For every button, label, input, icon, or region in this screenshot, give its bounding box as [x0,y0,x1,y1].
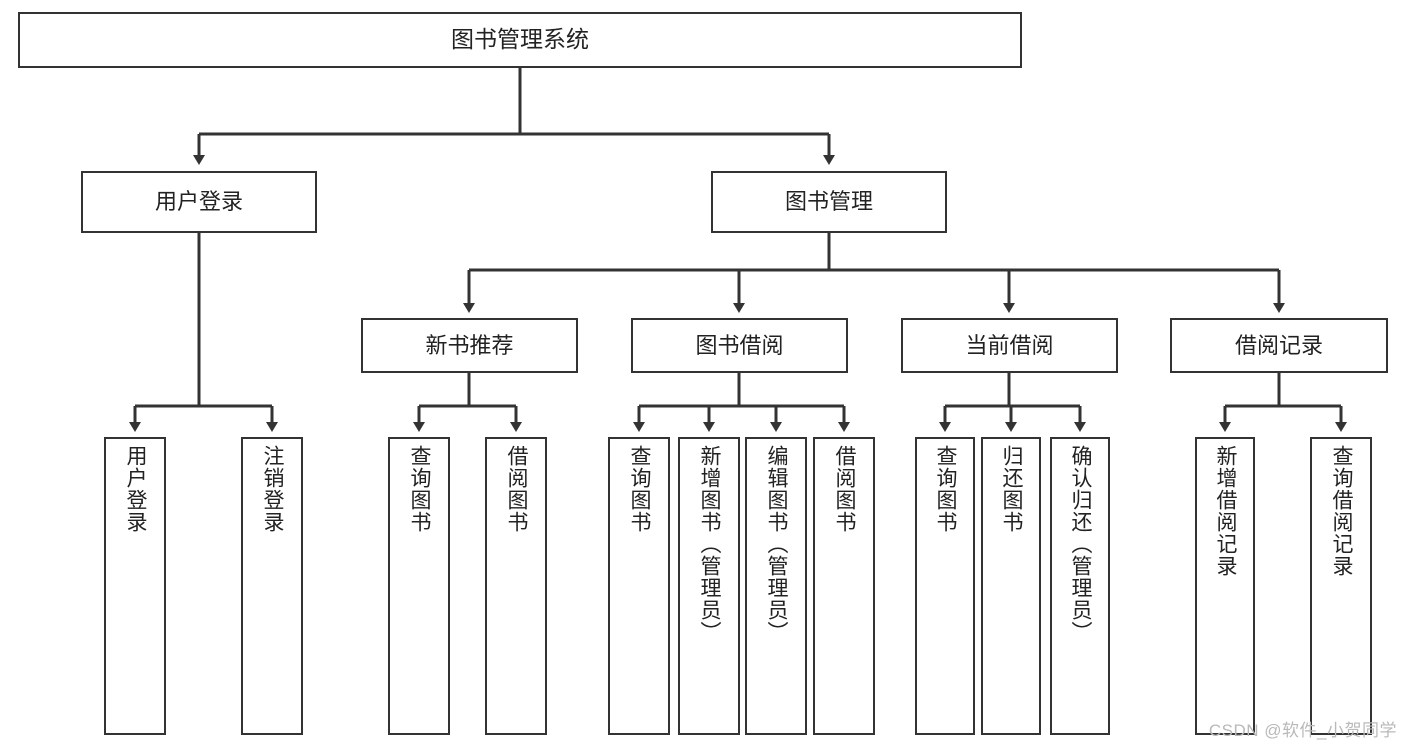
node-leaf-return-book-label: 归还图书 [1000,445,1024,533]
node-leaf-confirm-return-label: 确认归还（管理员） [1069,445,1093,643]
node-leaf-user-login[interactable]: 用户登录 [104,437,166,735]
node-leaf-query-book-2-label: 查询图书 [628,445,652,533]
node-leaf-add-book-label: 新增图书（管理员） [698,445,722,643]
node-leaf-query-book-1-label: 查询图书 [408,445,432,533]
node-leaf-borrow-book-1-label: 借阅图书 [505,445,529,533]
node-leaf-add-book[interactable]: 新增图书（管理员） [678,437,740,735]
node-leaf-query-record[interactable]: 查询借阅记录 [1310,437,1372,735]
node-new-book-recommend[interactable]: 新书推荐 [361,318,578,373]
node-leaf-return-book[interactable]: 归还图书 [981,437,1041,735]
node-leaf-add-record-label: 新增借阅记录 [1214,445,1238,577]
node-leaf-edit-book[interactable]: 编辑图书（管理员） [745,437,807,735]
node-current-borrow[interactable]: 当前借阅 [901,318,1118,373]
node-root-label: 图书管理系统 [451,26,589,53]
node-book-management[interactable]: 图书管理 [711,171,947,233]
node-leaf-logout-label: 注销登录 [261,445,285,533]
node-book-borrow-label: 图书借阅 [695,332,784,358]
node-leaf-borrow-book-1[interactable]: 借阅图书 [485,437,547,735]
node-user-login[interactable]: 用户登录 [81,171,317,233]
node-leaf-borrow-book-2[interactable]: 借阅图书 [813,437,875,735]
node-leaf-user-login-label: 用户登录 [124,445,148,533]
node-leaf-logout[interactable]: 注销登录 [241,437,303,735]
node-current-borrow-label: 当前借阅 [965,332,1054,358]
node-book-management-label: 图书管理 [784,189,873,215]
watermark: CSDN @软件_小贺同学 [1208,721,1397,740]
node-leaf-edit-book-label: 编辑图书（管理员） [765,445,789,643]
node-leaf-add-record[interactable]: 新增借阅记录 [1195,437,1255,735]
node-leaf-query-book-1[interactable]: 查询图书 [388,437,450,735]
node-user-login-label: 用户登录 [154,189,243,215]
node-borrow-record-label: 借阅记录 [1234,332,1323,358]
node-leaf-query-book-3[interactable]: 查询图书 [915,437,975,735]
node-leaf-query-record-label: 查询借阅记录 [1330,445,1354,577]
node-new-book-recommend-label: 新书推荐 [425,332,514,358]
node-leaf-query-book-2[interactable]: 查询图书 [608,437,670,735]
node-leaf-borrow-book-2-label: 借阅图书 [833,445,857,533]
node-root[interactable]: 图书管理系统 [18,12,1022,68]
node-leaf-query-book-3-label: 查询图书 [934,445,958,533]
node-leaf-confirm-return[interactable]: 确认归还（管理员） [1050,437,1110,735]
node-book-borrow[interactable]: 图书借阅 [631,318,848,373]
node-borrow-record[interactable]: 借阅记录 [1170,318,1388,373]
